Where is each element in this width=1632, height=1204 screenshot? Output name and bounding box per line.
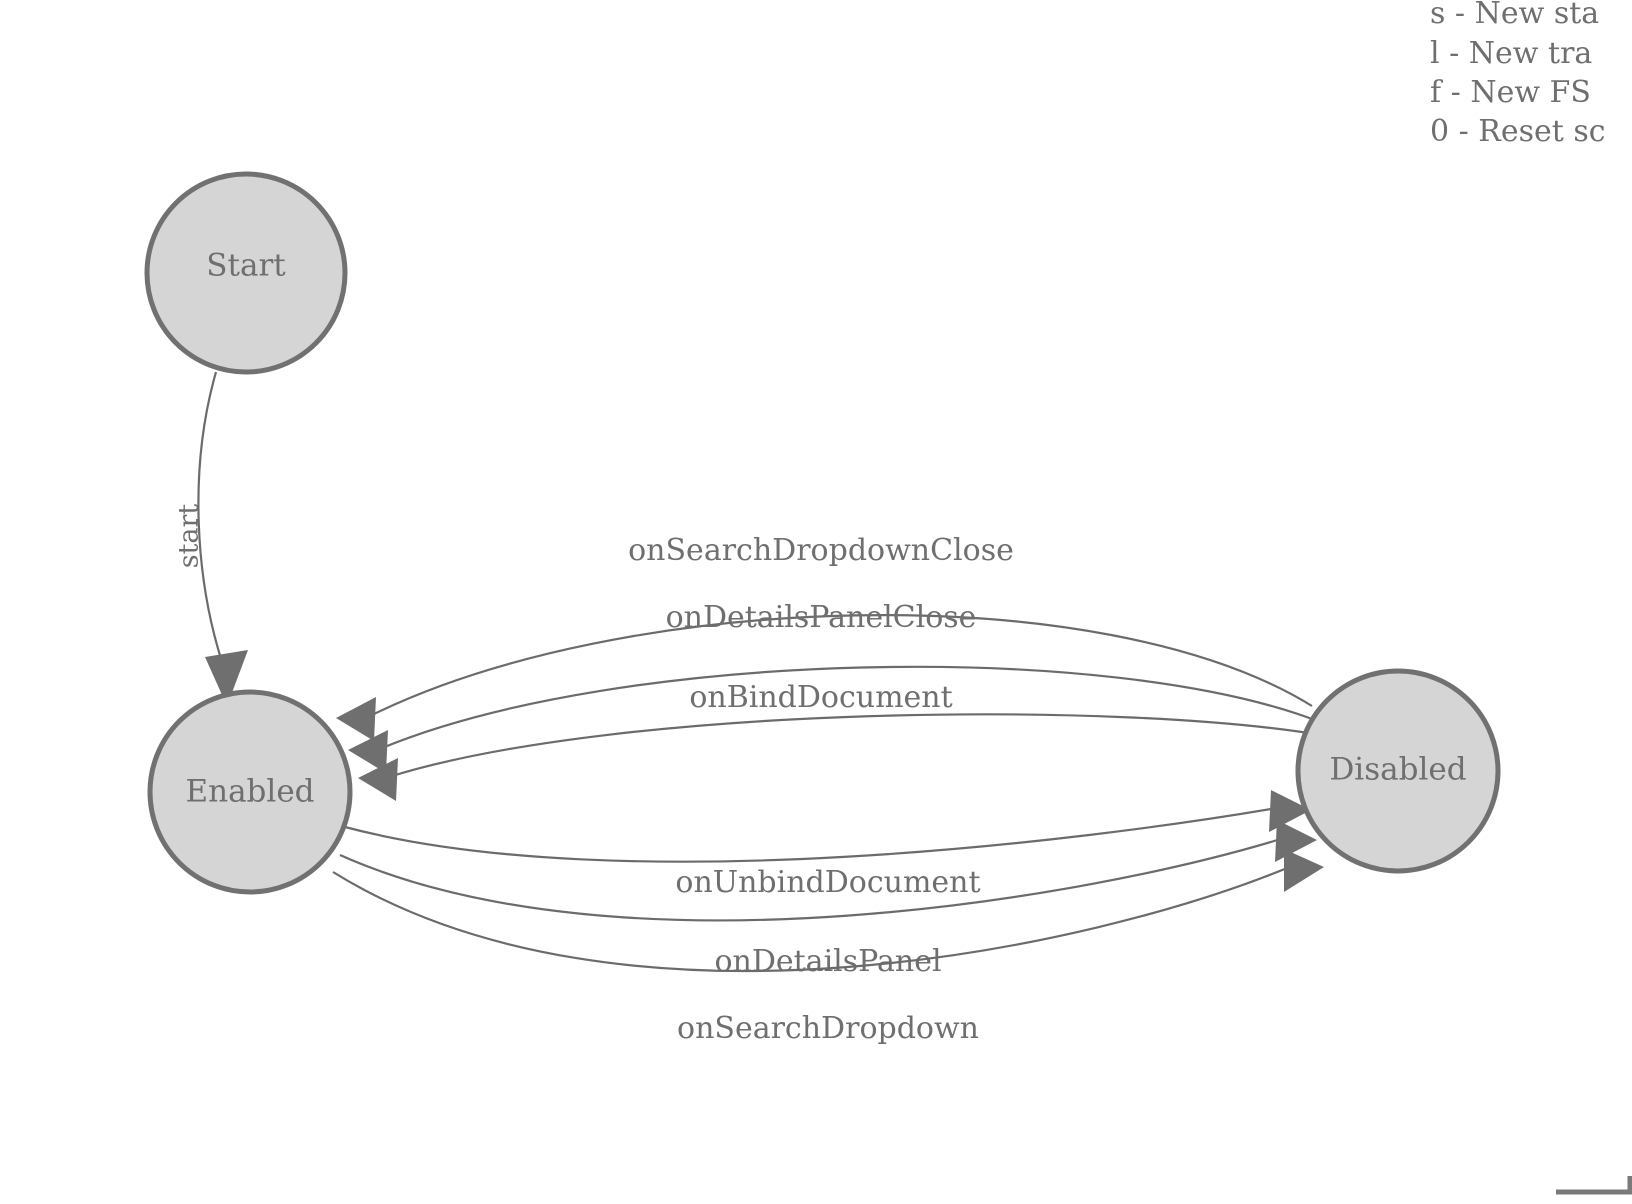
edge-label: onBindDocument bbox=[689, 680, 952, 715]
frame-corner bbox=[1556, 1176, 1632, 1195]
arrowhead-icon bbox=[358, 758, 398, 801]
state-circle bbox=[144, 171, 348, 375]
edge-path bbox=[369, 614, 1313, 717]
help-line-new-transition: l - New tra bbox=[1430, 36, 1592, 71]
help-line-reset: 0 - Reset sc bbox=[1430, 114, 1606, 149]
edge-on-bind-document[interactable]: onBindDocument bbox=[358, 680, 1328, 801]
edge-label: start bbox=[174, 504, 205, 569]
state-circle bbox=[147, 689, 353, 895]
arrowhead-icon bbox=[1284, 849, 1324, 892]
edge-label: onUnbindDocument bbox=[675, 865, 980, 900]
state-label: Start bbox=[206, 248, 286, 284]
state-node-start[interactable]: Start bbox=[144, 171, 348, 375]
state-node-disabled[interactable]: Disabled bbox=[1295, 668, 1501, 874]
help-line-new-fsm: f - New FS bbox=[1430, 75, 1591, 110]
state-node-enabled[interactable]: Enabled bbox=[147, 689, 353, 895]
edge-on-details-panel-close[interactable]: onDetailsPanelClose bbox=[348, 600, 1321, 773]
edge-on-unbind-document[interactable]: onUnbindDocument bbox=[344, 790, 1311, 900]
edge-path bbox=[197, 371, 224, 663]
frame-corner-edge bbox=[1556, 1176, 1632, 1195]
edge-label: onSearchDropdown bbox=[677, 1011, 979, 1046]
help-overlay: s - New sta l - New tra f - New FS 0 - R… bbox=[1430, 0, 1606, 149]
edge-path bbox=[381, 665, 1321, 750]
edge-path bbox=[339, 836, 1285, 922]
edge-on-search-dropdown[interactable]: onSearchDropdown bbox=[332, 849, 1324, 1046]
arrowhead-icon bbox=[348, 730, 388, 773]
edge-on-search-dropdown-close[interactable]: onSearchDropdownClose bbox=[336, 533, 1313, 741]
edge-path bbox=[391, 713, 1328, 778]
help-line-new-state: s - New sta bbox=[1430, 0, 1599, 31]
edge-label: onDetailsPanelClose bbox=[666, 600, 977, 635]
state-circle bbox=[1295, 668, 1501, 874]
edge-path bbox=[344, 806, 1278, 863]
edge-path bbox=[332, 864, 1293, 973]
arrowhead-icon bbox=[205, 650, 248, 706]
edge-label: onSearchDropdownClose bbox=[628, 533, 1014, 568]
arrowhead-icon bbox=[336, 697, 376, 741]
edge-start[interactable]: start bbox=[174, 371, 249, 706]
state-label: Disabled bbox=[1329, 752, 1466, 788]
state-label: Enabled bbox=[185, 774, 314, 810]
